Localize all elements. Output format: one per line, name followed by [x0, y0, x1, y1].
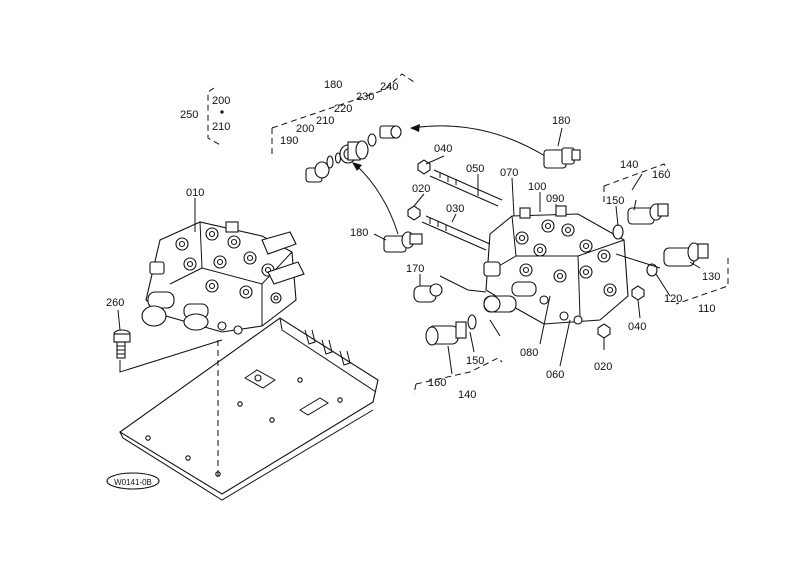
label-150-top: 150 — [606, 195, 624, 207]
leader-lines-right — [413, 155, 701, 367]
label-070: 070 — [500, 167, 518, 179]
label-020-top: 020 — [412, 183, 430, 195]
label-210-group: 210 — [212, 121, 230, 133]
label-200: 200 — [296, 123, 314, 135]
label-080: 080 — [520, 347, 538, 359]
label-170: 170 — [406, 263, 424, 275]
relief-valve-180-center — [373, 231, 423, 253]
label-040-bottom: 040 — [628, 321, 646, 333]
relief-valve-160-150-bottom — [413, 314, 503, 395]
drawing-number-stamp: W0141-0B — [106, 472, 160, 490]
label-150-bottom: 150 — [466, 355, 484, 367]
label-240: 240 — [380, 81, 398, 93]
label-200-group: 200 — [212, 95, 230, 107]
label-140-top: 140 — [620, 159, 638, 171]
curved-arrows — [352, 124, 546, 235]
label-220: 220 — [334, 103, 352, 115]
relief-valve-180-right — [543, 127, 581, 169]
stamp-text: W0141-0B — [114, 478, 152, 487]
label-120: 120 — [664, 293, 682, 305]
label-010: 010 — [186, 187, 204, 199]
relief-valve-160-130-right — [603, 163, 729, 305]
label-130: 130 — [702, 271, 720, 283]
label-230: 230 — [356, 91, 374, 103]
label-100: 100 — [528, 181, 546, 193]
mounting-plate — [119, 317, 379, 501]
label-030: 030 — [446, 203, 464, 215]
group-250-bracket — [207, 87, 224, 147]
label-190: 190 — [280, 135, 298, 147]
bolt-260 — [113, 329, 131, 359]
label-090: 090 — [546, 193, 564, 205]
label-250: 250 — [180, 109, 198, 121]
relief-valve-exploded-180 — [271, 73, 415, 183]
label-110: 110 — [698, 303, 716, 315]
label-160-bottom: 160 — [428, 377, 446, 389]
label-180-right: 180 — [552, 115, 570, 127]
label-210: 210 — [316, 115, 334, 127]
control-valve-assembly-010 — [141, 221, 305, 335]
label-020-bottom: 020 — [594, 361, 612, 373]
leader-lines-left — [117, 198, 223, 478]
label-060: 060 — [546, 369, 564, 381]
label-260: 260 — [106, 297, 124, 309]
control-valve-assembly-right — [483, 205, 629, 325]
tie-rods-030-050 — [421, 169, 503, 251]
label-050: 050 — [466, 163, 484, 175]
label-040-top: 040 — [434, 143, 452, 155]
plug-170 — [413, 274, 443, 303]
label-180-center: 180 — [350, 227, 368, 239]
part-labels: 010 260 250 200 210 180 190 200 210 220 … — [106, 79, 720, 401]
label-180-top: 180 — [324, 79, 342, 91]
label-140-bottom: 140 — [458, 389, 476, 401]
label-160-top: 160 — [652, 169, 670, 181]
